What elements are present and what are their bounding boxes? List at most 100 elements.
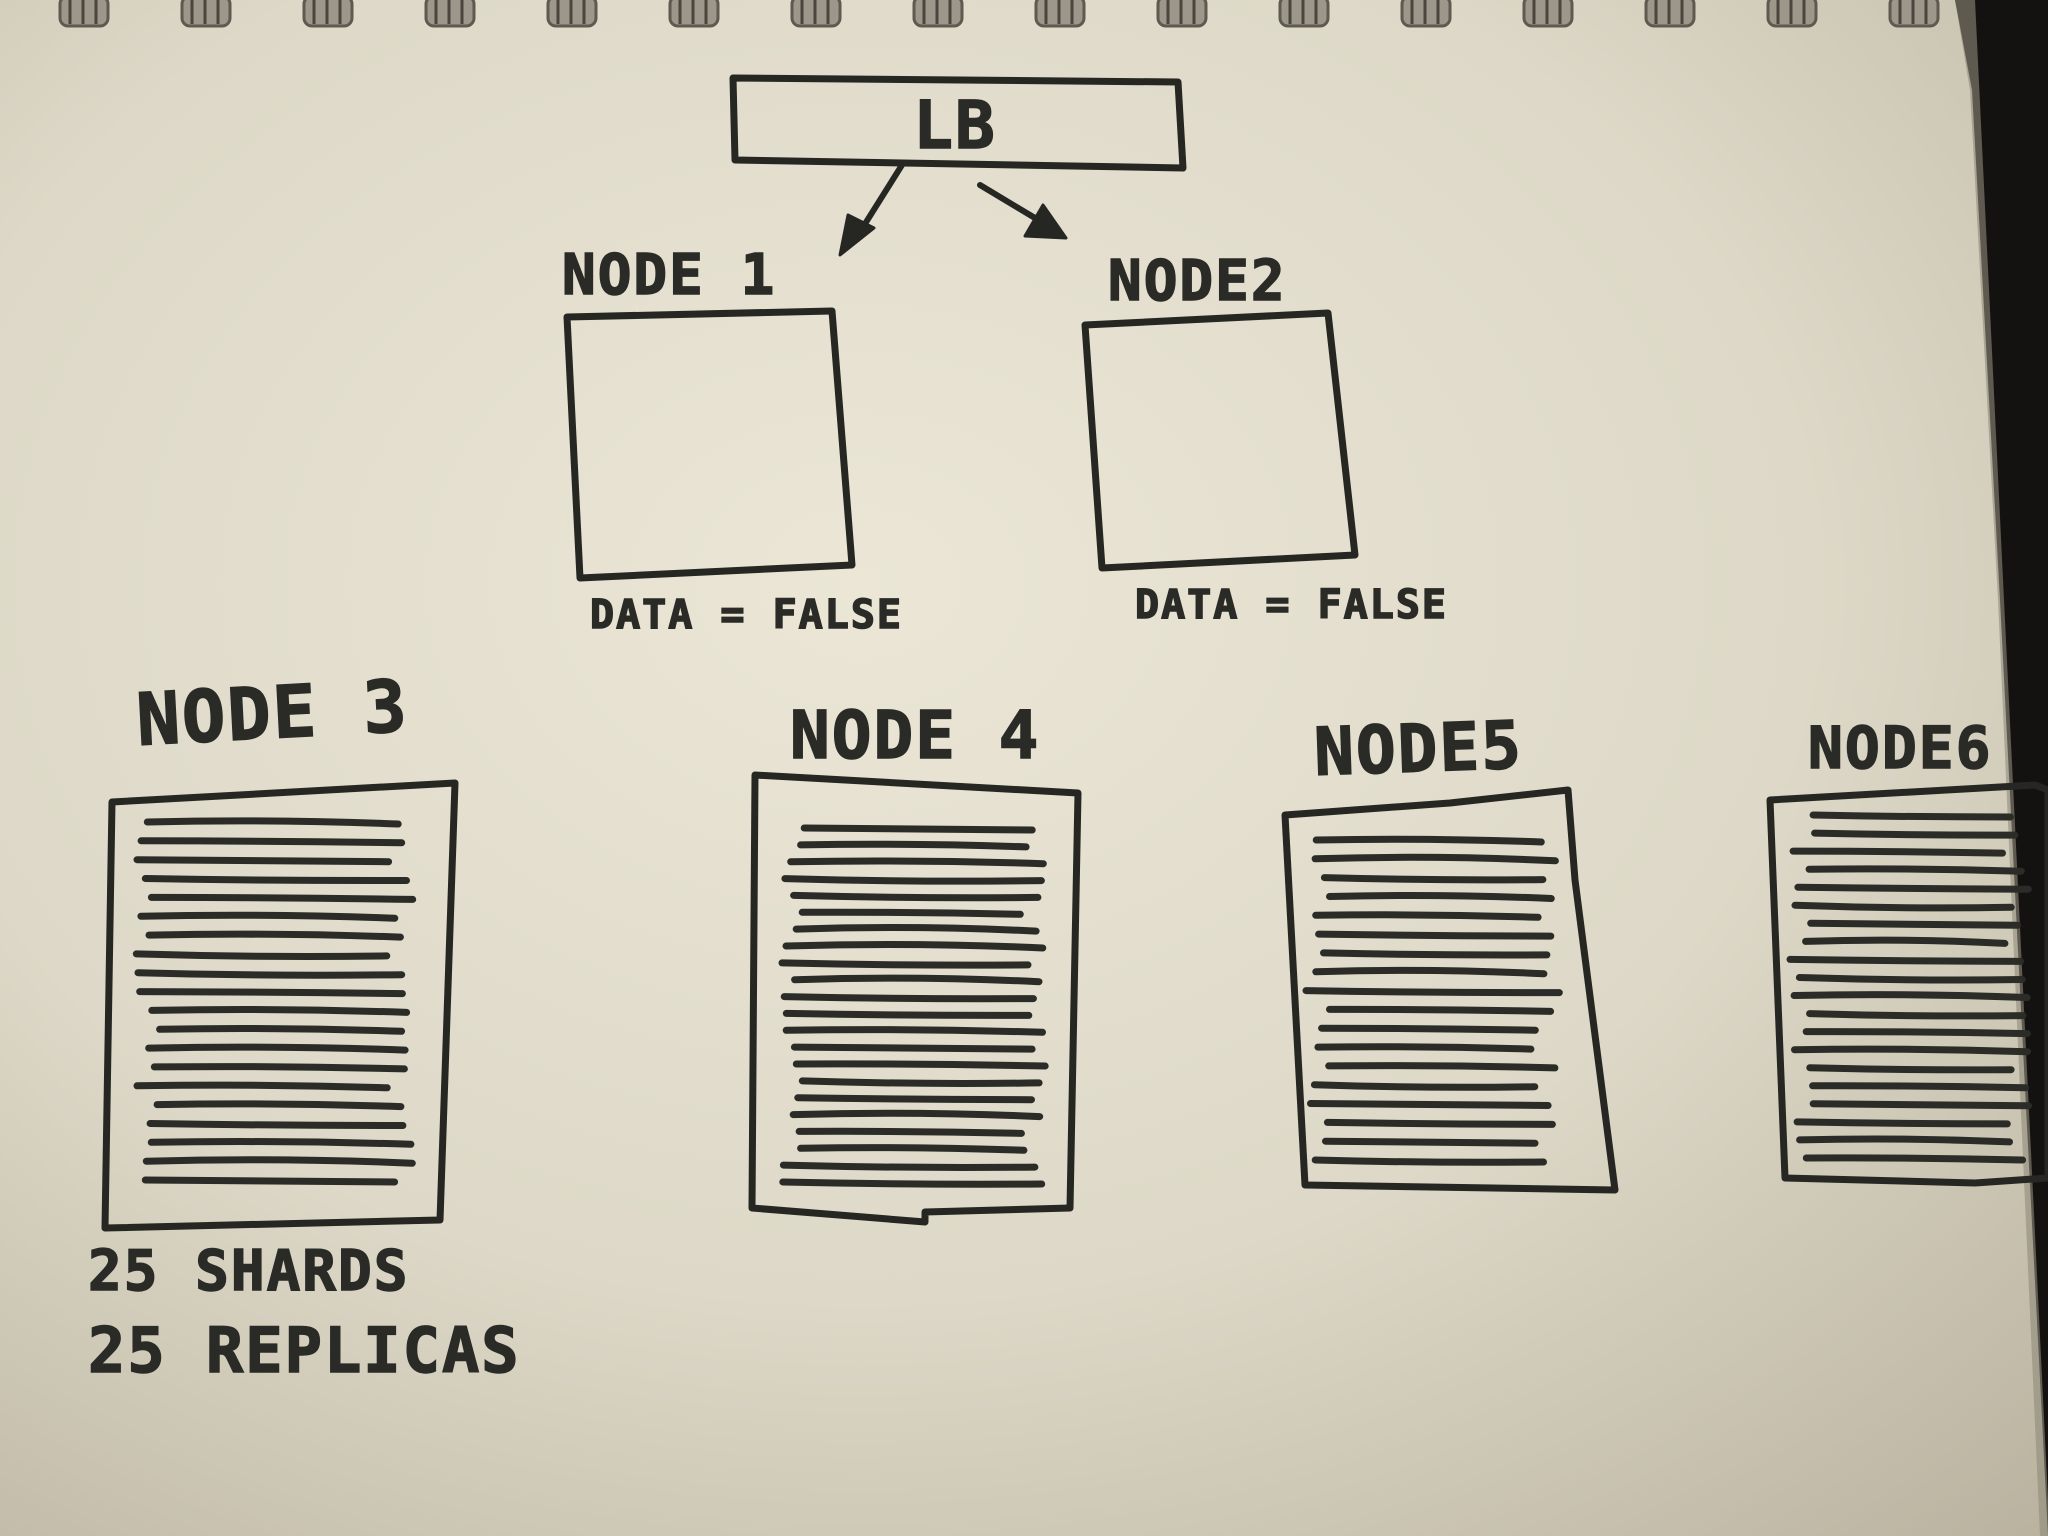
shard-line: [779, 1178, 1046, 1188]
shard-line: [792, 924, 1040, 935]
shard-line: [781, 875, 1045, 885]
shard-line: [794, 1094, 1035, 1104]
spiral-binding: [58, 0, 1940, 28]
shard-line: [137, 837, 406, 847]
node1-data-flag: DATA = FALSE: [590, 592, 903, 638]
shard-line: [1802, 1028, 2031, 1038]
shard-line: [1789, 847, 2006, 857]
shard-line: [1326, 1005, 1555, 1015]
binding-ring: [1156, 0, 1208, 28]
page-edge-shadow: [1955, 0, 2048, 1536]
shard-line: [1311, 1156, 1547, 1166]
node5-shards: [1302, 835, 1563, 1166]
shard-line: [150, 1063, 408, 1073]
node3-shards: [132, 817, 417, 1186]
shard-line: [141, 875, 410, 885]
shard-line: [134, 969, 406, 979]
shard-line: [153, 1100, 405, 1111]
shard-line: [1796, 1135, 2013, 1146]
shard-line: [1318, 1024, 1539, 1034]
binding-ring: [912, 0, 964, 28]
shard-line: [1307, 1100, 1552, 1109]
shard-line: [795, 1127, 1025, 1137]
shard-line: [1314, 1043, 1535, 1053]
shard-line: [1809, 1100, 2032, 1110]
shard-line: [1809, 1082, 2030, 1092]
shard-line: [1794, 883, 2032, 893]
shard-line: [1320, 874, 1547, 884]
node1-label: NODE 1: [562, 243, 776, 308]
shard-line: [792, 1060, 1049, 1070]
binding-ring: [1034, 0, 1086, 28]
replicas-note: 25 REPLICAS: [88, 1314, 521, 1387]
shard-line: [1786, 955, 2025, 965]
lb-box: [729, 74, 1187, 172]
lb-label: LB: [913, 87, 996, 164]
shard-line: [1326, 891, 1555, 902]
node4-label: NODE 4: [790, 697, 1040, 774]
shard-line: [147, 1138, 415, 1148]
node1-box: [563, 307, 856, 582]
binding-ring: [1522, 0, 1574, 28]
shard-line: [132, 950, 391, 960]
shard-line: [1320, 949, 1551, 959]
binding-ring: [424, 0, 476, 28]
binding-ring: [1766, 0, 1818, 28]
shard-line: [797, 1144, 1028, 1154]
shard-line: [1302, 987, 1563, 997]
shard-line: [1795, 974, 2026, 984]
shard-line: [1310, 1081, 1539, 1091]
shard-line: [145, 930, 404, 941]
shard-line: [137, 911, 399, 922]
shard-line: [148, 1005, 411, 1016]
binding-ring: [180, 0, 232, 28]
binding-ring: [668, 0, 720, 28]
shard-line: [147, 893, 417, 903]
shard-line: [145, 1043, 409, 1054]
node3-label: NODE 3: [134, 664, 410, 762]
shard-line: [798, 1077, 1043, 1087]
shard-line: [1791, 1045, 2031, 1056]
shard-line: [146, 1120, 407, 1129]
shard-line: [133, 856, 393, 866]
binding-ring: [1644, 0, 1696, 28]
shard-line: [1807, 919, 2022, 929]
shard-line: [1311, 853, 1559, 865]
shard-line: [1312, 966, 1548, 978]
binding-ring: [58, 0, 110, 28]
node4-box: [748, 771, 1082, 1226]
shard-line: [782, 940, 1047, 952]
binding-ring: [302, 0, 354, 28]
shard-line: [791, 974, 1043, 986]
node6-shards: [1786, 811, 2032, 1164]
shard-line: [798, 908, 1024, 918]
arrow-to-node1: [838, 162, 905, 257]
shard-line: [1793, 1118, 2011, 1128]
shard-line: [136, 988, 406, 998]
shard-line: [779, 1161, 1039, 1171]
shard-line: [1806, 1010, 2027, 1020]
shard-line: [1790, 991, 2031, 1001]
arrow-to-node2: [977, 182, 1068, 240]
shard-line: [1325, 1062, 1559, 1072]
node2-data-flag: DATA = FALSE: [1135, 582, 1448, 628]
shard-line: [790, 1043, 1036, 1053]
shard-line: [1322, 1137, 1539, 1147]
shard-line: [1802, 936, 2009, 947]
shard-line: [1805, 865, 2025, 875]
shard-line: [778, 959, 1032, 969]
shard-line: [1315, 930, 1555, 940]
node5-box: [1281, 786, 1619, 1194]
shard-line: [1312, 911, 1542, 921]
shard-line: [1811, 829, 2019, 839]
shard-line: [782, 1009, 1033, 1019]
shard-line: [797, 840, 1030, 851]
shard-line: [1809, 811, 2014, 821]
shard-line: [1806, 1064, 2015, 1074]
node5-label: NODE5: [1313, 707, 1524, 791]
binding-ring: [1278, 0, 1330, 28]
binding-ring: [1888, 0, 1940, 28]
shard-line: [1312, 835, 1545, 846]
